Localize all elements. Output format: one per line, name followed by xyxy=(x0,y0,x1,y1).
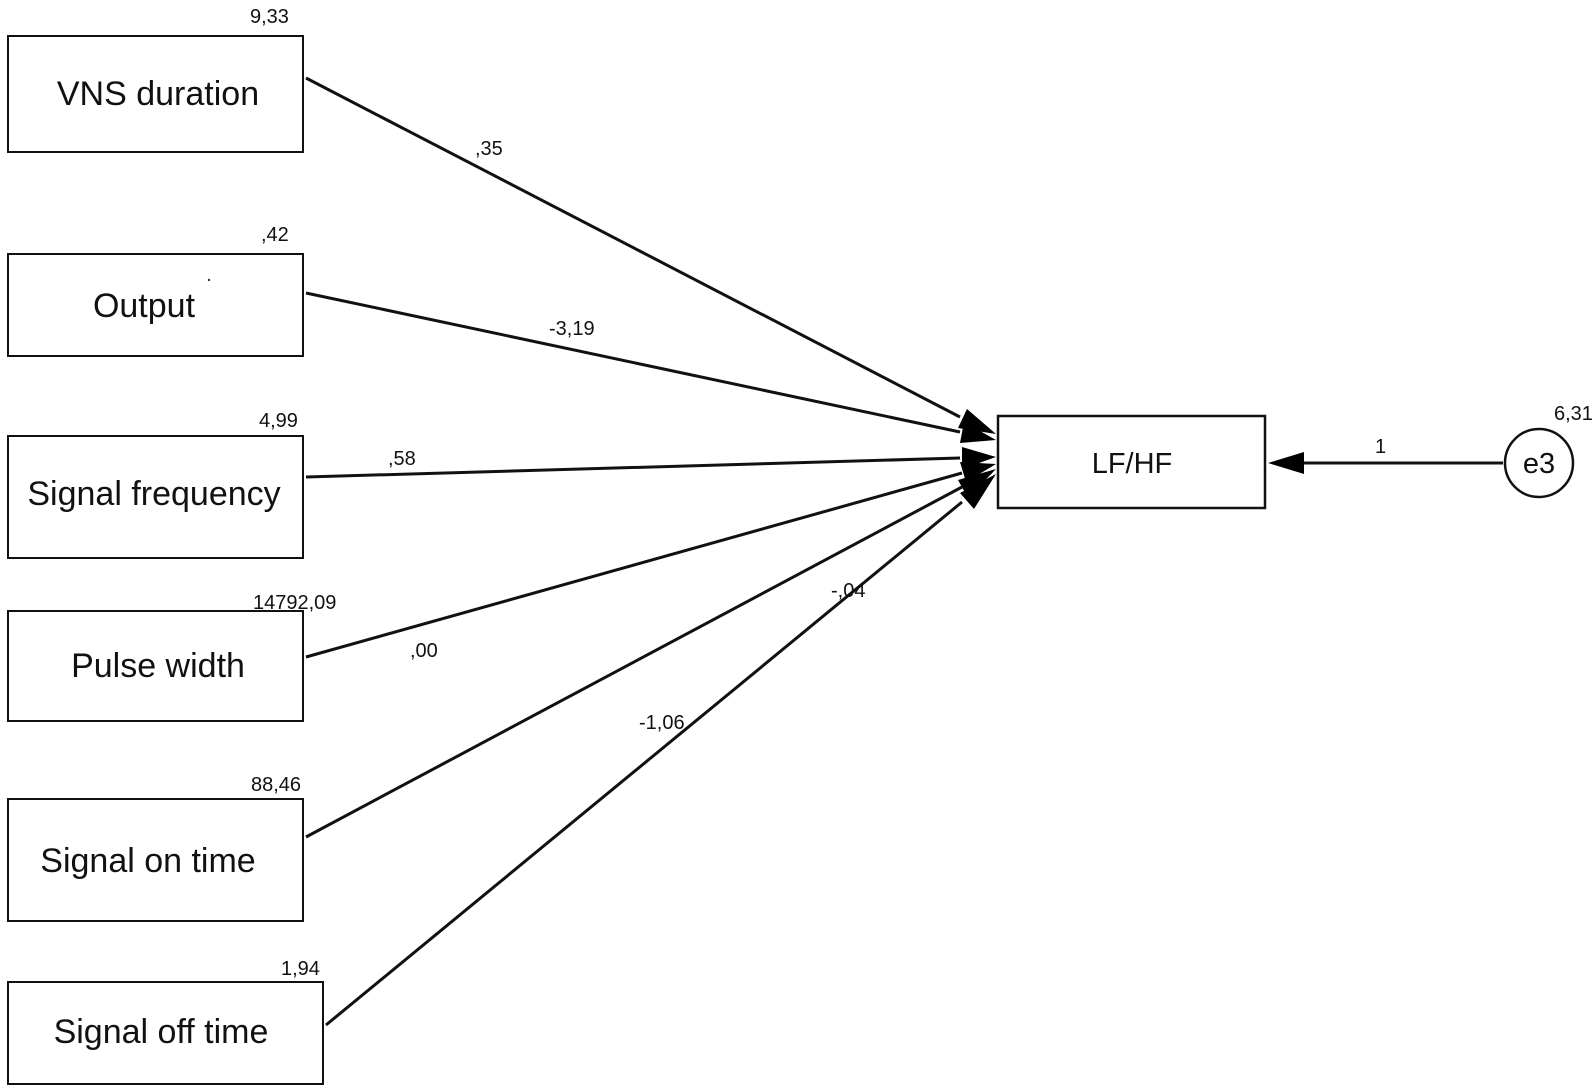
box-signal-off-time xyxy=(7,981,324,1085)
coefficient-error-term: 1 xyxy=(1375,436,1386,458)
path-vns-duration xyxy=(305,76,961,419)
label-outcome: LF/HF xyxy=(1092,448,1173,480)
arrowhead-error-term xyxy=(1268,452,1304,474)
label-signal-on-time: Signal on time xyxy=(40,842,255,880)
label-error-term: e3 xyxy=(1523,448,1555,480)
path-signal-frequency xyxy=(305,456,961,479)
box-pulse-width xyxy=(7,610,304,722)
box-vns-duration xyxy=(7,35,304,153)
error-term-circle xyxy=(1503,427,1575,499)
path-signal-off-time xyxy=(325,500,963,1027)
coefficient-signal-off-time: -1,06 xyxy=(639,712,685,734)
variance-signal-on-time: 88,46 xyxy=(251,774,301,796)
coefficient-output: -3,19 xyxy=(549,318,595,340)
coefficient-pulse-width: ,00 xyxy=(410,640,438,662)
arrowheads xyxy=(958,409,1304,509)
variance-signal-frequency: 4,99 xyxy=(259,410,298,432)
path-pulse-width xyxy=(305,471,963,659)
variance-error-term: 6,31 xyxy=(1554,403,1593,425)
variance-vns-duration: 9,33 xyxy=(250,6,289,28)
box-signal-frequency xyxy=(7,435,304,559)
box-output xyxy=(7,253,304,357)
coefficient-vns-duration: ,35 xyxy=(475,138,503,160)
label-output: Output xyxy=(93,287,196,325)
stray-dot xyxy=(207,278,211,282)
predictor-boxes xyxy=(7,35,324,1085)
label-vns-duration: VNS duration xyxy=(57,75,259,113)
arrowhead-signal-off-time xyxy=(960,474,996,509)
arrowhead-output xyxy=(960,422,996,443)
path-edges xyxy=(305,76,1503,1027)
variance-signal-off-time: 1,94 xyxy=(281,958,320,980)
label-signal-off-time: Signal off time xyxy=(54,1013,269,1051)
variance-pulse-width: 14792,09 xyxy=(253,592,336,614)
label-signal-frequency: Signal frequency xyxy=(27,475,280,513)
box-signal-on-time xyxy=(7,798,304,922)
coefficient-signal-frequency: ,58 xyxy=(388,448,416,470)
coefficient-signal-on-time: -,04 xyxy=(831,580,865,602)
path-signal-on-time xyxy=(305,485,963,839)
variance-output: ,42 xyxy=(261,224,289,246)
path-output xyxy=(305,291,961,434)
box-outcome xyxy=(996,414,1267,510)
label-pulse-width: Pulse width xyxy=(71,647,245,685)
